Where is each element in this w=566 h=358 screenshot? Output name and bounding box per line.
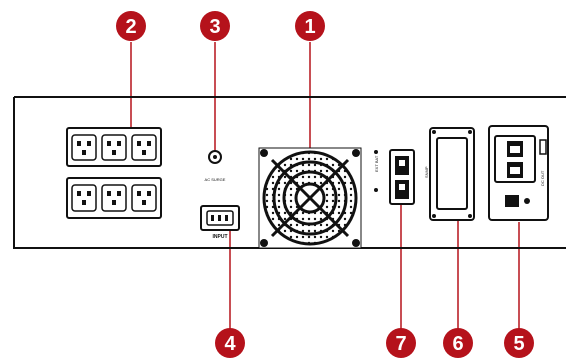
outlet-bank — [66, 127, 162, 219]
fan-screws — [260, 149, 360, 247]
ac-input-label: INPUT — [213, 234, 228, 240]
callout-circle — [295, 11, 325, 41]
snmp-card-slot: SNMP — [424, 127, 475, 221]
cooling-fan — [258, 147, 362, 249]
leader-lines — [130, 42, 520, 330]
rear-panel — [13, 96, 566, 249]
callout-3: 3 — [200, 11, 230, 41]
outlet — [131, 184, 157, 212]
callout-number: 5 — [513, 333, 524, 355]
outlet — [131, 134, 157, 161]
callout-circle — [443, 328, 473, 358]
callout-circle — [386, 328, 416, 358]
callout-4: 4 — [215, 328, 245, 358]
panel-outline — [13, 96, 566, 249]
outlet — [71, 134, 97, 161]
network-surge-and-battery-module: DC OUT — [488, 125, 549, 221]
ac-input-socket: INPUT — [200, 205, 240, 240]
callout-circle — [504, 328, 534, 358]
callout-number: 3 — [209, 16, 220, 38]
communication-ports: EXT BAT — [374, 149, 415, 205]
callout-number: 6 — [452, 333, 463, 355]
callout-2: 2 — [116, 11, 146, 41]
callout-circle — [200, 11, 230, 41]
ports-label: EXT BAT — [374, 155, 379, 172]
outlet — [101, 134, 127, 161]
callout-6: 6 — [443, 328, 473, 358]
callout-1: 1 — [295, 11, 325, 41]
battery-connector — [505, 195, 519, 207]
input-circuit-breaker: AC SURGE — [205, 150, 226, 182]
outlet-row-bottom — [66, 177, 162, 219]
callout-markers: 1 2 3 4 5 6 7 — [116, 11, 534, 358]
outlet — [101, 184, 127, 212]
callout-number: 1 — [304, 16, 315, 38]
snmp-label: SNMP — [424, 166, 429, 178]
outlet — [71, 184, 97, 212]
module-label: DC OUT — [540, 170, 545, 186]
callout-number: 2 — [125, 16, 136, 38]
callout-number: 7 — [395, 333, 406, 355]
outlet-row-top — [66, 127, 162, 167]
callout-circle — [215, 328, 245, 358]
callout-circle — [116, 11, 146, 41]
outlets — [71, 134, 157, 212]
breaker-label: AC SURGE — [205, 177, 226, 182]
callout-number: 4 — [224, 333, 236, 355]
callout-5: 5 — [504, 328, 534, 358]
outlet-pins — [77, 141, 151, 205]
callout-7: 7 — [386, 328, 416, 358]
